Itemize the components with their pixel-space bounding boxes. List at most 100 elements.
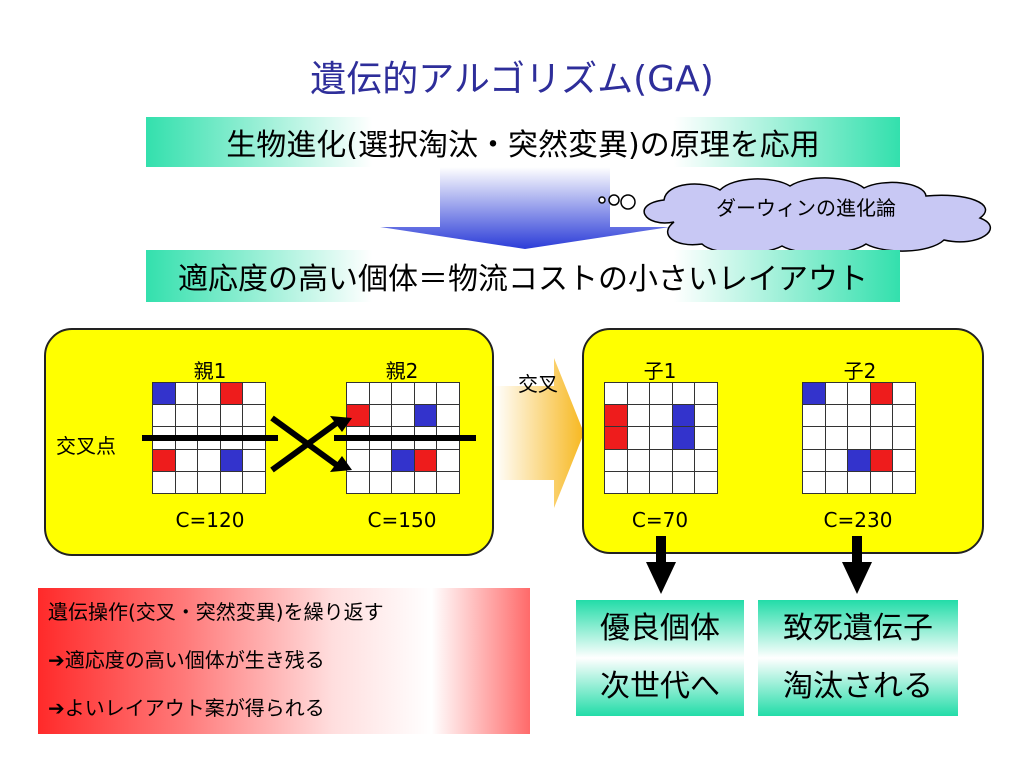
blue-gene-cell	[220, 449, 243, 471]
grid-cell	[848, 383, 870, 405]
grid-cell	[825, 427, 848, 449]
grid-cell	[627, 449, 650, 471]
grid-cell	[695, 471, 717, 493]
result-good-line: 次世代へ	[600, 669, 720, 704]
grid-cell	[627, 383, 650, 405]
grid-cell	[650, 449, 672, 471]
grid-cell	[153, 471, 175, 493]
grid-cell	[848, 405, 870, 427]
grid-cell	[650, 405, 672, 427]
grid-cell	[825, 449, 848, 471]
grid-cell	[369, 405, 392, 427]
grid-cell	[893, 471, 915, 493]
grid-cell	[175, 405, 198, 427]
child2-layout-grid	[802, 382, 916, 494]
grid-cell	[870, 405, 893, 427]
grid-cell	[605, 449, 627, 471]
parent1-label: 親1	[193, 359, 227, 383]
grid-cell	[825, 383, 848, 405]
grid-cell	[893, 383, 915, 405]
grid-cell	[605, 383, 627, 405]
result-good-line: 優良個体	[600, 611, 720, 646]
grid-cell	[369, 449, 392, 471]
child2-cost: C=230	[823, 508, 893, 532]
grid-cell	[220, 471, 243, 493]
grid-cell	[870, 471, 893, 493]
blue-gene-cell	[672, 427, 695, 449]
blue-gene-cell	[414, 405, 437, 427]
blue-gene-cell	[392, 449, 414, 471]
note-line: 遺伝操作(交叉・突然変異)を繰り返す	[48, 600, 384, 624]
child1-layout-grid	[604, 382, 718, 494]
grid-cell	[803, 427, 825, 449]
grid-cell	[672, 471, 695, 493]
note-line: ➔適応度の高い個体が生き残る	[48, 648, 325, 672]
red-gene-cell	[153, 449, 175, 471]
grid-cell	[627, 405, 650, 427]
grid-cell	[198, 471, 220, 493]
grid-cell	[672, 383, 695, 405]
grid-cell	[392, 471, 414, 493]
red-gene-cell	[870, 383, 893, 405]
grid-cell	[650, 471, 672, 493]
grid-cell	[243, 471, 265, 493]
grid-cell	[437, 383, 459, 405]
result-bad-box: 致死遺伝子 淘汰される	[758, 600, 958, 716]
grid-cell	[198, 449, 220, 471]
grid-cell	[605, 471, 627, 493]
thought-cloud-icon	[598, 177, 992, 254]
note-line: ➔よいレイアウト案が得られる	[48, 696, 325, 720]
grid-cell	[347, 471, 369, 493]
grid-cell	[392, 405, 414, 427]
grid-cell	[825, 471, 848, 493]
grid-cell	[243, 405, 265, 427]
grid-cell	[369, 383, 392, 405]
grid-cell	[243, 383, 265, 405]
blue-gene-cell	[672, 405, 695, 427]
grid-cell	[695, 427, 717, 449]
red-gene-cell	[414, 449, 437, 471]
crossover-arrow-icon	[494, 358, 584, 508]
crossover-point-label: 交叉点	[56, 434, 116, 458]
grid-cell	[650, 383, 672, 405]
grid-cell	[347, 383, 369, 405]
grid-cell	[695, 405, 717, 427]
result-bad-line: 淘汰される	[783, 669, 933, 704]
grid-cell	[672, 449, 695, 471]
blue-gene-cell	[848, 449, 870, 471]
blue-gene-cell	[153, 383, 175, 405]
grid-cell	[243, 449, 265, 471]
grid-cell	[198, 405, 220, 427]
crossover-swap-icon	[270, 415, 352, 473]
principle-banner: 生物進化(選択淘汰・突然変異)の原理を応用	[146, 117, 900, 167]
grid-cell	[695, 383, 717, 405]
grid-cell	[848, 471, 870, 493]
grid-cell	[848, 427, 870, 449]
grid-cell	[153, 405, 175, 427]
child1-label: 子1	[643, 359, 677, 383]
red-gene-cell	[870, 449, 893, 471]
grid-cell	[650, 427, 672, 449]
crossover-label: 交叉	[518, 372, 558, 396]
crossover-line-parent1	[142, 435, 278, 441]
child2-label: 子2	[843, 359, 877, 383]
down-arrow-bad-icon	[842, 536, 872, 594]
grid-cell	[695, 449, 717, 471]
grid-cell	[803, 471, 825, 493]
down-arrow-icon	[380, 167, 670, 249]
grid-cell	[893, 427, 915, 449]
grid-cell	[369, 471, 392, 493]
red-gene-cell	[220, 383, 243, 405]
grid-cell	[893, 405, 915, 427]
grid-cell	[825, 405, 848, 427]
grid-cell	[392, 383, 414, 405]
grid-cell	[175, 471, 198, 493]
grid-cell	[627, 427, 650, 449]
grid-cell	[175, 383, 198, 405]
page-title: 遺伝的アルゴリズム(GA)	[310, 59, 714, 100]
red-gene-cell	[605, 405, 627, 427]
cloud-text: ダーウィンの進化論	[716, 196, 896, 220]
red-gene-cell	[347, 405, 369, 427]
grid-cell	[437, 471, 459, 493]
grid-cell	[175, 449, 198, 471]
